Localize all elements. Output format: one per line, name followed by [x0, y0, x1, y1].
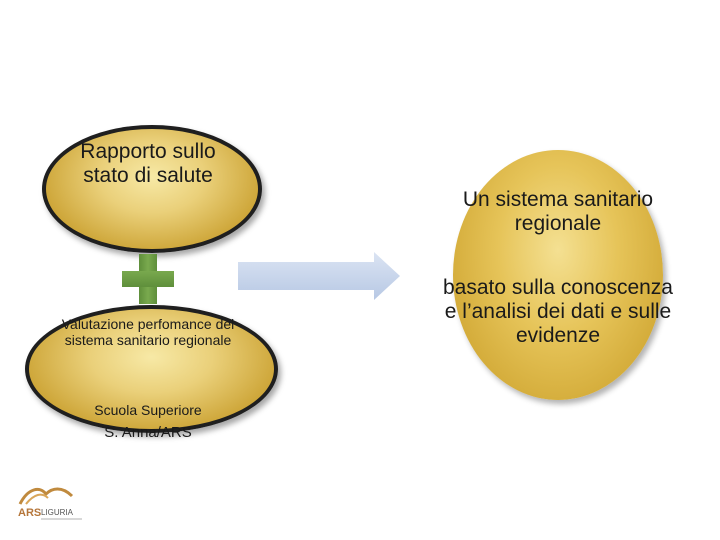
school-name-text: Scuola Superiore	[94, 402, 202, 418]
svg-text:LIGURIA: LIGURIA	[41, 508, 74, 517]
regional-system-body: basato sulla conoscenza e l’analisi dei …	[443, 276, 673, 347]
svg-text:ARS: ARS	[18, 507, 41, 519]
performance-evaluation-text: Valutazione perfomance del sistema sanit…	[61, 316, 235, 348]
regional-system-title: Un sistema sanitario regionale	[462, 188, 654, 235]
health-report-text: Rapporto sullo stato di salute	[80, 140, 216, 187]
regional-health-system-circle	[453, 150, 663, 400]
performance-evaluation-ellipse	[25, 305, 278, 433]
arrow-right-icon	[238, 252, 400, 300]
health-report-ellipse	[42, 125, 262, 253]
ars-liguria-logo: ARS LIGURIA	[18, 487, 82, 520]
plus-icon	[122, 254, 174, 304]
institution-text: S. Anna/ARS	[104, 424, 192, 441]
